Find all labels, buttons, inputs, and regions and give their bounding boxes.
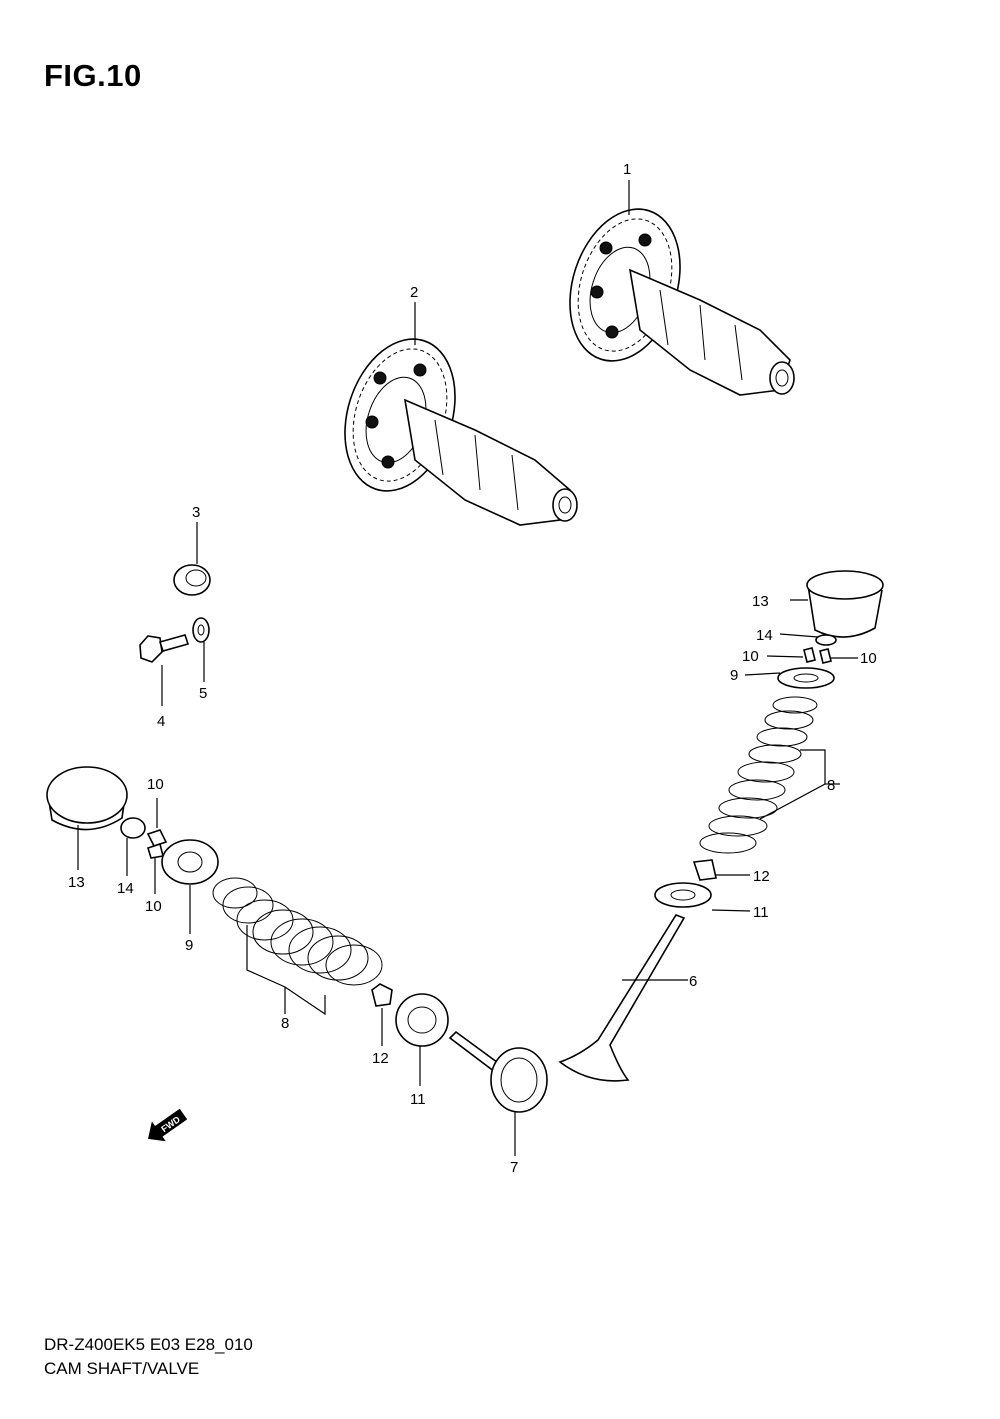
callout-8-right: 8: [827, 777, 835, 794]
callout-9-left: 9: [185, 937, 193, 954]
camshaft-exhaust: [569, 208, 795, 396]
model-code: DR-Z400EK5 E03 E28_010: [44, 1335, 253, 1354]
bolt: [139, 634, 190, 663]
leader-lines: [77, 180, 858, 1156]
callout-11-right: 11: [753, 904, 769, 921]
callout-13-right: 13: [752, 593, 769, 610]
callout-7: 7: [510, 1159, 518, 1176]
camshaft-intake: [344, 338, 578, 526]
callout-10-right-b: 10: [860, 650, 877, 667]
valve-assembly-right: [558, 570, 884, 1082]
callout-5: 5: [199, 685, 207, 702]
callout-14-right: 14: [756, 627, 773, 644]
section-name: CAM SHAFT/VALVE: [44, 1359, 200, 1378]
callout-8-left: 8: [281, 1015, 289, 1032]
callout-2: 2: [410, 284, 418, 301]
figure-footer: DR-Z400EK5 E03 E28_010 CAM SHAFT/VALVE: [44, 1333, 253, 1381]
callout-13-left: 13: [68, 874, 85, 891]
callout-3: 3: [192, 504, 200, 521]
figure-title: FIG.10: [44, 58, 142, 93]
valve-assembly-left: [46, 766, 548, 1113]
callout-14-left: 14: [117, 880, 134, 897]
callout-11-left: 11: [410, 1091, 426, 1108]
arrow-forward-icon: FWD: [148, 1108, 188, 1142]
callout-4: 4: [157, 713, 165, 730]
callout-6: 6: [689, 973, 697, 990]
callout-1: 1: [623, 161, 631, 178]
washer: [192, 617, 210, 643]
callout-10-right-a: 10: [742, 648, 759, 665]
callout-labels: 1 2 3 4 5 13 14 10 10 9 8 12 11 6 10 13 …: [68, 161, 877, 1176]
callout-12-right: 12: [753, 868, 770, 885]
callout-12-left: 12: [372, 1050, 389, 1067]
callout-10-left-a: 10: [147, 776, 164, 793]
bearing: [173, 564, 211, 596]
callout-10-left-b: 10: [145, 898, 162, 915]
callout-9-right: 9: [730, 667, 738, 684]
